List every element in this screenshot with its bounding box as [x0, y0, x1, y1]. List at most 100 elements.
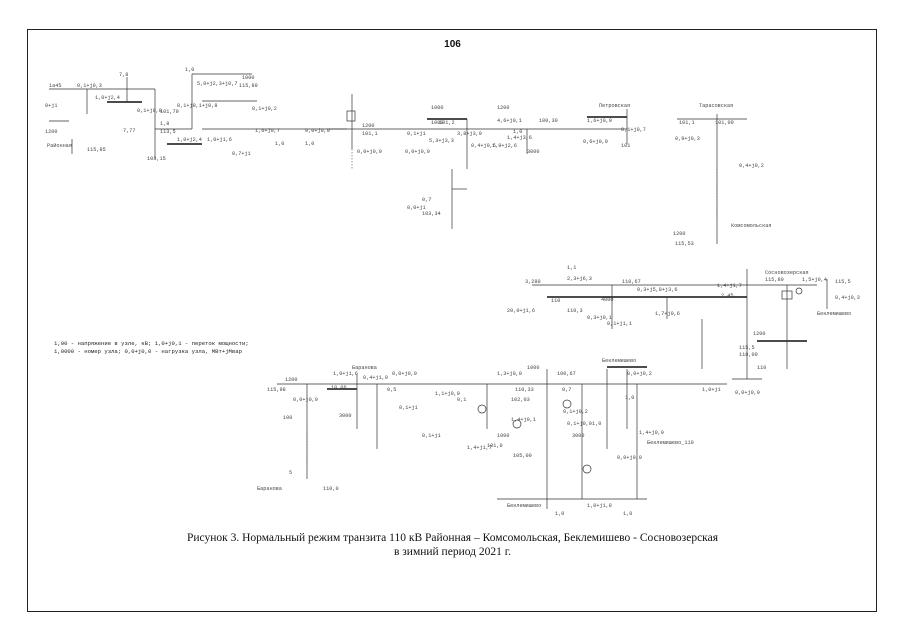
svg-text:103,34: 103,34 [422, 211, 441, 217]
svg-text:1,0+j1: 1,0+j1 [702, 387, 721, 393]
svg-text:115,53: 115,53 [675, 241, 694, 247]
svg-text:0,3+j5,8+j3,6: 0,3+j5,8+j3,6 [637, 287, 677, 293]
svg-text:0,1+j1: 0,1+j1 [422, 433, 441, 439]
legend-block: 1,00 - напряжение в узле, кВ; 1,0+j0,1 -… [54, 340, 249, 355]
svg-text:0,0+j0,0: 0,0+j0,0 [617, 455, 642, 461]
svg-text:1,0: 1,0 [625, 395, 634, 401]
svg-text:1,0+j2,4: 1,0+j2,4 [95, 95, 120, 101]
svg-text:0,7: 0,7 [422, 197, 431, 203]
svg-text:101,0: 101,0 [487, 443, 503, 449]
svg-text:Баранова: Баранова [352, 365, 377, 371]
svg-text:115,89: 115,89 [239, 83, 258, 89]
svg-text:7,77: 7,77 [123, 128, 135, 134]
svg-text:0,5: 0,5 [387, 387, 396, 393]
svg-text:5,3+j3,3: 5,3+j3,3 [429, 138, 454, 144]
svg-text:0+j1: 0+j1 [45, 103, 57, 109]
svg-text:0,4+j0,2: 0,4+j0,2 [739, 163, 764, 169]
svg-text:4,6+j0,1: 4,6+j0,1 [497, 118, 522, 124]
svg-text:0,1+j1: 0,1+j1 [399, 405, 418, 411]
page-number: 106 [444, 39, 461, 50]
svg-text:105,00: 105,00 [513, 453, 532, 459]
svg-text:0,4+j1,0: 0,4+j1,0 [363, 375, 388, 381]
svg-text:1000: 1000 [431, 105, 443, 111]
svg-text:Тарасовская: Тарасовская [699, 103, 733, 109]
svg-text:0,0+j0,0: 0,0+j0,0 [293, 397, 318, 403]
svg-text:3000: 3000 [339, 413, 351, 419]
svg-text:1000: 1000 [497, 433, 509, 439]
svg-text:2,3+j6,3: 2,3+j6,3 [567, 276, 592, 282]
svg-text:1,4+j0,1: 1,4+j0,1 [511, 417, 536, 423]
svg-text:1,1+j0,0: 1,1+j0,0 [435, 391, 460, 397]
svg-text:Районная: Районная [47, 142, 72, 149]
svg-text:1200: 1200 [285, 377, 297, 383]
svg-text:1,0000 - номер узла; 0,0+j0,0: 1,0000 - номер узла; 0,0+j0,0 - нагрузка… [54, 348, 242, 355]
svg-text:0,1+j0,7: 0,1+j0,7 [621, 127, 646, 133]
svg-text:0,1: 0,1 [457, 397, 466, 403]
svg-text:Комсомольская: Комсомольская [731, 223, 771, 229]
svg-text:100,67: 100,67 [557, 371, 576, 377]
svg-text:1,0: 1,0 [185, 67, 194, 73]
svg-text:1,7+j0,6: 1,7+j0,6 [655, 311, 680, 317]
svg-text:115,5: 115,5 [739, 345, 755, 351]
svg-text:3000: 3000 [572, 433, 584, 439]
svg-text:4000: 4000 [601, 297, 613, 303]
svg-text:1,0+j2,4: 1,0+j2,4 [177, 137, 202, 143]
svg-text:0,0+j0,0: 0,0+j0,0 [305, 128, 330, 134]
svg-text:1,0: 1,0 [275, 141, 284, 147]
svg-text:0,9+j0,3: 0,9+j0,3 [675, 136, 700, 142]
svg-text:101: 101 [621, 143, 630, 149]
svg-text:Баранова: Баранова [257, 486, 282, 492]
cluster-upper-left: 1а45 0,1+j0,3 0+j1 1,0+j2,4 7,8 1200 Рай… [45, 67, 402, 169]
svg-text:1,4+j1,7: 1,4+j1,7 [467, 445, 492, 451]
svg-text:1200: 1200 [497, 105, 509, 111]
svg-text:0,6+j0,9: 0,6+j0,9 [583, 139, 608, 145]
svg-text:101,00: 101,00 [715, 120, 734, 126]
svg-text:0,1+j0,1+j0,8: 0,1+j0,1+j0,8 [177, 103, 217, 109]
caption-line-2: в зимний период 2021 г. [393, 546, 512, 558]
svg-text:1000: 1000 [527, 365, 539, 371]
svg-text:100,30: 100,30 [539, 118, 558, 124]
svg-text:Сосновозерская: Сосновозерская [765, 270, 809, 276]
svg-text:1,0: 1,0 [592, 421, 601, 427]
svg-text:115,85: 115,85 [87, 147, 106, 153]
svg-text:1,6+j0,7: 1,6+j0,7 [255, 128, 280, 134]
svg-text:1,0+j1,8: 1,0+j1,8 [587, 503, 612, 509]
svg-text:101,79: 101,79 [160, 109, 179, 115]
svg-text:7,8: 7,8 [119, 72, 128, 78]
svg-text:1а45: 1а45 [49, 83, 61, 89]
svg-text:1,00 - напряжение в узле, кВ;: 1,00 - напряжение в узле, кВ; 1,0+j0,1 -… [54, 340, 249, 347]
figure-caption: Рисунок 3. Нормальный режим транзита 110… [0, 531, 905, 559]
svg-text:Беклемишево: Беклемишево [602, 358, 636, 364]
svg-text:101,2: 101,2 [439, 120, 455, 126]
svg-text:1,4+j3,6: 1,4+j3,6 [507, 135, 532, 141]
svg-text:1200: 1200 [362, 123, 374, 129]
svg-text:0,7+j1: 0,7+j1 [232, 151, 251, 157]
svg-text:110: 110 [551, 298, 560, 304]
svg-text:0,0+j0,0: 0,0+j0,0 [405, 149, 430, 155]
svg-text:0,1+j0,0: 0,1+j0,0 [567, 421, 592, 427]
svg-text:Петровская: Петровская [599, 103, 630, 109]
svg-text:1000: 1000 [431, 120, 443, 126]
svg-text:110,0: 110,0 [323, 486, 339, 492]
svg-text:101,1: 101,1 [362, 131, 378, 137]
network-schematic: 1а45 0,1+j0,3 0+j1 1,0+j2,4 7,8 1200 Рай… [45, 67, 860, 517]
svg-text:113,5: 113,5 [160, 129, 176, 135]
svg-text:0,1+j0,2: 0,1+j0,2 [563, 409, 588, 415]
svg-text:Беклемишево: Беклемишево [817, 311, 851, 317]
svg-text:1,1: 1,1 [567, 265, 576, 271]
svg-text:110,3: 110,3 [567, 308, 583, 314]
svg-text:110,67: 110,67 [622, 279, 641, 285]
svg-text:3,280: 3,280 [525, 279, 541, 285]
svg-text:1000: 1000 [242, 75, 254, 81]
svg-text:0,0+j0,0: 0,0+j0,0 [735, 390, 760, 396]
svg-text:10,06: 10,06 [331, 385, 347, 391]
svg-text:102,03: 102,03 [511, 397, 530, 403]
svg-text:1200: 1200 [673, 231, 685, 237]
svg-text:1,3+j0,0: 1,3+j0,0 [497, 371, 522, 377]
svg-text:100: 100 [283, 415, 292, 421]
svg-text:110: 110 [757, 365, 766, 371]
svg-text:101,1: 101,1 [679, 120, 695, 126]
svg-text:103,15: 103,15 [147, 156, 166, 162]
svg-text:0,0+j0,2: 0,0+j0,2 [627, 371, 652, 377]
svg-text:115,80: 115,80 [765, 277, 784, 283]
